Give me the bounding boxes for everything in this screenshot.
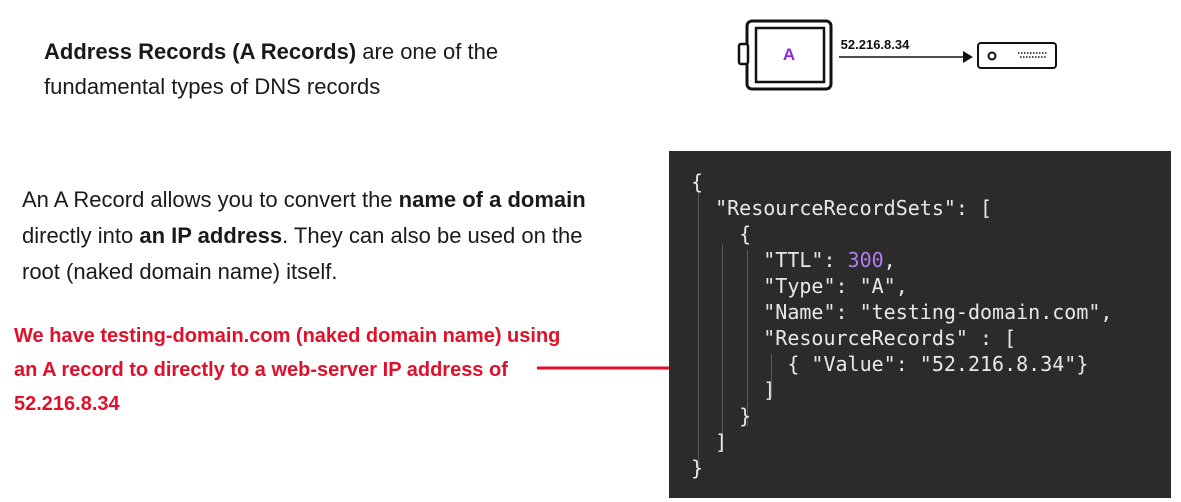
explanation-bold-1: name of a domain [398, 187, 586, 212]
intro-text: Address Records (A Records) are one of t… [44, 34, 604, 104]
explanation-bold-2: an IP address [139, 223, 283, 248]
diagram-arrow-head [963, 51, 973, 63]
code-line: "Name": "testing-domain.com", [691, 300, 1113, 324]
indent-guide [771, 354, 772, 398]
indent-guide [698, 192, 699, 474]
code-line: ] [691, 430, 728, 454]
diagram-ip-label: 52.216.8.34 [841, 37, 910, 52]
code-line: "TTL": 300, [691, 247, 896, 273]
explanation-part-2: directly into [22, 223, 140, 248]
code-line: "Type": "A", [691, 274, 908, 298]
explanation-text: An A Record allows you to convert the na… [22, 182, 592, 290]
code-line: { "Value": "52.216.8.34"} [691, 352, 1089, 376]
code-line: { [691, 222, 752, 246]
code-ttl-value: 300 [847, 248, 884, 272]
code-line: } [691, 404, 752, 428]
code-line: } [691, 456, 704, 480]
server-icon [977, 42, 1057, 69]
indent-guide [747, 250, 748, 426]
json-code-block: { "ResourceRecordSets": [ { "TTL": 300, … [669, 151, 1171, 498]
code-line: ] [691, 378, 776, 402]
diagram-svg: A 52.216.8.34 [737, 19, 1057, 91]
intro-rest: are one of the fundamental types of DNS … [44, 39, 499, 99]
a-record-diagram: A 52.216.8.34 [735, 18, 1065, 103]
code-ttl-suffix: , [883, 248, 896, 272]
tablet-icon [737, 19, 833, 91]
record-type-label: A [783, 45, 795, 64]
indent-guide [722, 244, 723, 452]
explanation-part-1: An A Record allows you to convert the [22, 187, 399, 212]
code-line: "ResourceRecords" : [ [691, 326, 1017, 350]
explanation-part-3: . They can also be used on the root (nak… [22, 223, 583, 284]
code-ttl-key: "TTL": [691, 248, 848, 272]
intro-bold: Address Records (A Records) [44, 39, 357, 64]
code-line: "ResourceRecordSets": [ [691, 196, 993, 220]
callout-text: We have testing-domain.com (naked domain… [14, 325, 561, 415]
code-line: { [691, 170, 704, 194]
